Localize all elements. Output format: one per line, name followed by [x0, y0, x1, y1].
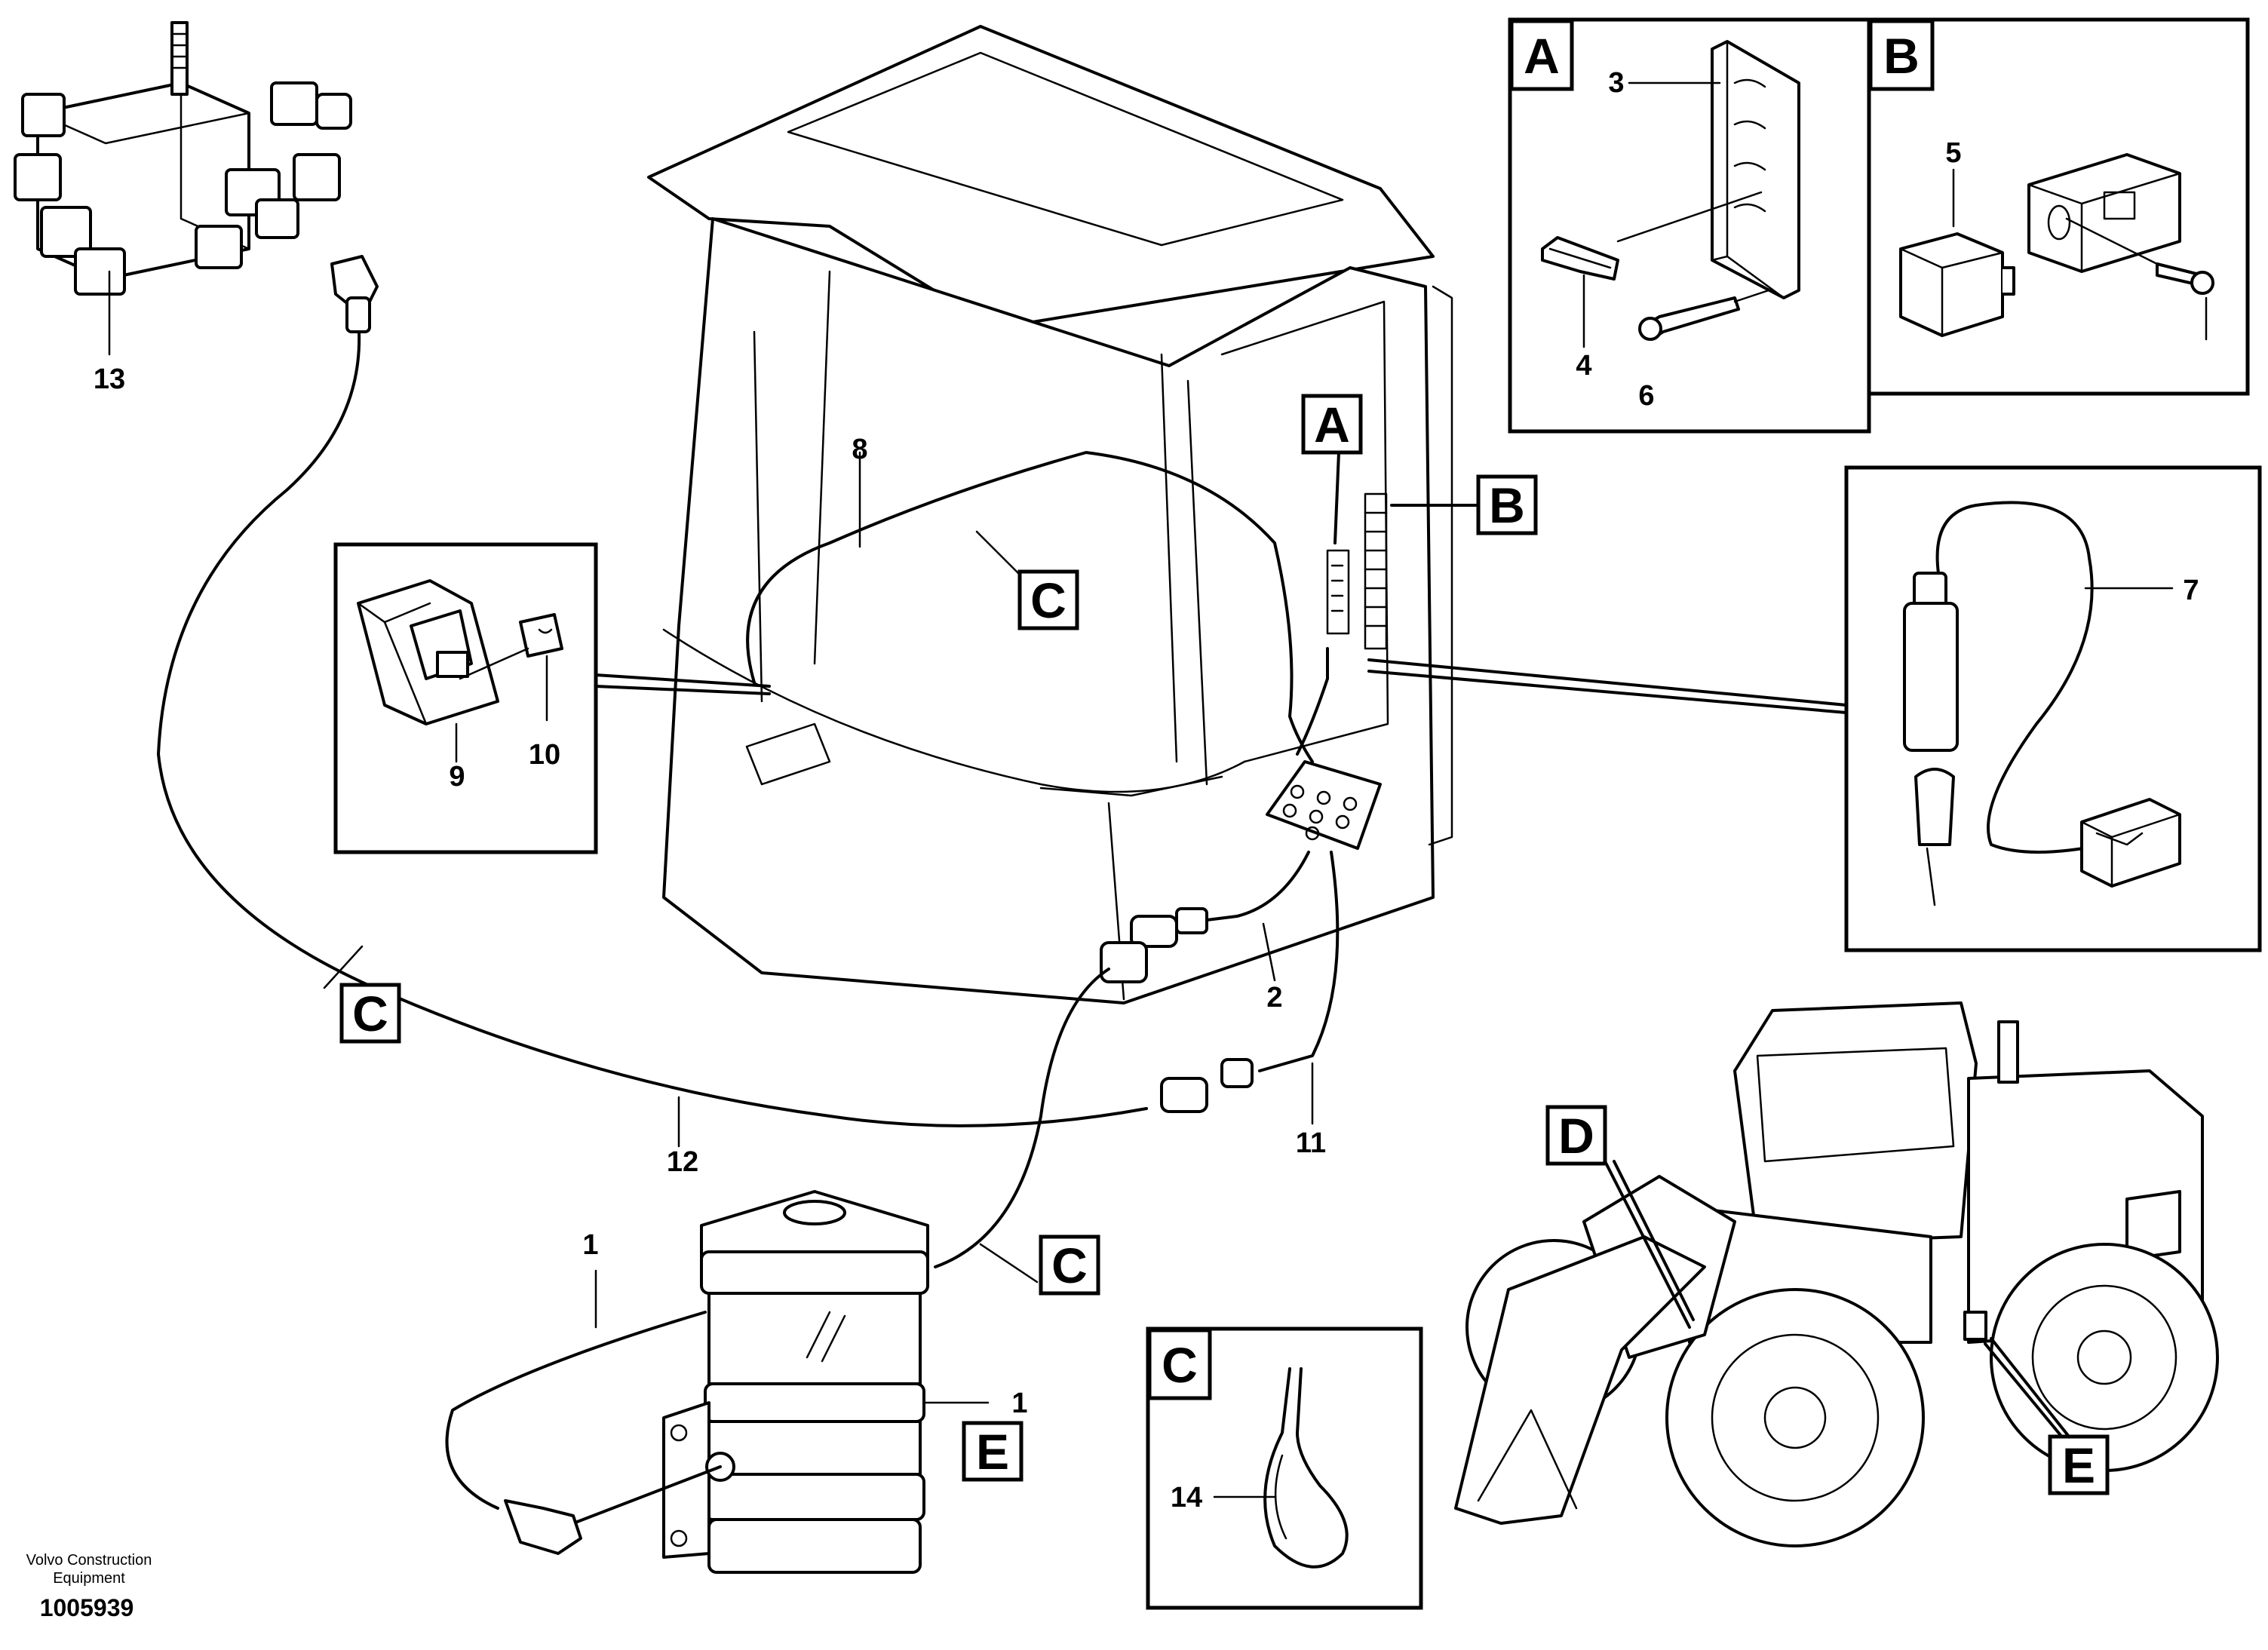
cable-11-connector — [1160, 1058, 1254, 1113]
cable-12 — [157, 330, 1148, 1127]
label-box-a-cab: A — [1301, 394, 1363, 455]
connector-plate — [1266, 760, 1382, 850]
callout-11: 11 — [1296, 1127, 1326, 1159]
label-box-c-left: C — [339, 983, 401, 1044]
cable-11 — [1258, 851, 1340, 1072]
callout-14: 14 — [1171, 1482, 1202, 1514]
label-d-loader: D — [1558, 1108, 1594, 1164]
label-c-left: C — [352, 986, 388, 1041]
callout-5: 5 — [1945, 137, 1961, 169]
callout-9: 9 — [449, 761, 465, 793]
detail-box-b — [1867, 17, 2250, 396]
fuse-panel — [1326, 549, 1350, 635]
lubrication-reservoir — [662, 1190, 929, 1574]
callout-6: 6 — [1638, 380, 1654, 412]
document-number: 1005939 — [40, 1594, 134, 1621]
label-box-d-loader: D — [1545, 1105, 1607, 1166]
label-box-e-reservoir: E — [962, 1421, 1024, 1482]
cable-8 — [746, 451, 1314, 763]
detail-box-cable-tie — [1146, 1326, 1423, 1610]
label-box-c-cab: C — [1017, 569, 1079, 630]
label-box-c-reservoir: C — [1039, 1234, 1100, 1296]
lubrication-distributor-block — [14, 21, 379, 333]
callout-10: 10 — [529, 739, 560, 771]
pointer-d — [1604, 1160, 1695, 1329]
label-c-reservoir: C — [1051, 1238, 1088, 1293]
wheel-loader — [1454, 1001, 2219, 1547]
callout-1-cable: 1 — [582, 1229, 598, 1261]
relay-strip — [1364, 492, 1388, 650]
cable-2 — [1205, 851, 1310, 922]
label-c-cab: C — [1030, 572, 1066, 628]
detail-b-letter: B — [1883, 28, 1920, 84]
pointer-e-loader — [1984, 1337, 2079, 1453]
elbow-connector — [504, 1499, 582, 1555]
label-box-b-cab: B — [1476, 474, 1538, 535]
label-e-reservoir: E — [976, 1424, 1009, 1480]
callout-3: 3 — [1608, 67, 1624, 99]
company-name-line2: Equipment — [53, 1570, 125, 1587]
level-sensor-cable — [572, 1465, 722, 1525]
label-e-loader: E — [2062, 1437, 2095, 1493]
label-box-e-loader: E — [2048, 1434, 2110, 1495]
callout-4: 4 — [1576, 350, 1591, 382]
callout-1-reservoir: 1 — [1011, 1388, 1027, 1419]
callout-7: 7 — [2183, 575, 2199, 606]
callout-8: 8 — [852, 434, 867, 465]
pointer-sensor — [1367, 658, 1848, 714]
label-a-cab: A — [1314, 397, 1350, 452]
label-b-cab: B — [1489, 477, 1525, 533]
detail-box-switch — [333, 542, 598, 854]
reservoir-cable — [934, 968, 1110, 1268]
detail-c-letter: C — [1162, 1337, 1198, 1393]
detail-box-a — [1508, 17, 1871, 434]
pointer-a — [1333, 451, 1340, 544]
cable-2-connector — [1100, 907, 1208, 983]
detail-box-sensor — [1844, 465, 2262, 952]
callout-12: 12 — [667, 1146, 698, 1178]
callout-13: 13 — [94, 363, 125, 395]
company-name-line1: Volvo Construction — [26, 1552, 152, 1569]
cable-8-drop — [1296, 647, 1329, 756]
cable-1 — [445, 1311, 707, 1510]
pointer-switch — [594, 673, 771, 695]
detail-a-letter: A — [1524, 28, 1560, 84]
callout-2: 2 — [1266, 982, 1282, 1014]
